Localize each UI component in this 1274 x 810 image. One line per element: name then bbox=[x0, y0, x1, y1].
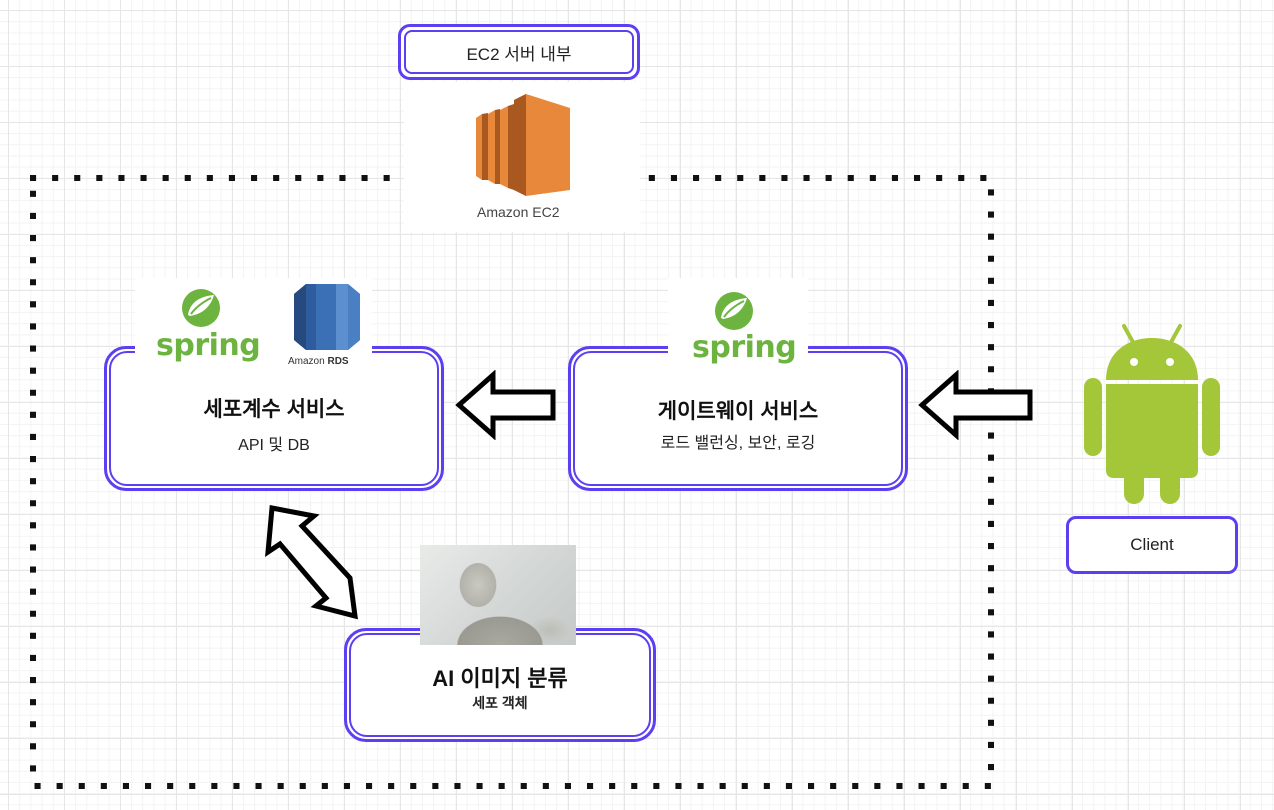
rds-caption-strong: RDS bbox=[327, 356, 349, 367]
ai-service-box[interactable]: AI 이미지 분류 세포 객체 bbox=[344, 628, 656, 742]
cell-count-service-title: 세포계수 서비스 bbox=[203, 398, 345, 421]
client-label: Client bbox=[1130, 535, 1174, 554]
spring-icon bbox=[182, 289, 220, 327]
amazon-ec2-icon bbox=[476, 94, 570, 196]
cell-count-service-box[interactable]: 세포계수 서비스 API 및 DB bbox=[104, 346, 444, 491]
client-label-box[interactable]: Client bbox=[1066, 516, 1238, 574]
spring-wordmark: spring bbox=[156, 328, 261, 363]
rds-caption: Amazon RDS bbox=[288, 356, 349, 367]
amazon-rds-icon bbox=[294, 284, 360, 350]
spring-wordmark: spring bbox=[692, 330, 797, 365]
ec2-header-text: EC2 서버 내부 bbox=[466, 44, 572, 64]
spring-icon bbox=[715, 292, 753, 330]
robot-photo bbox=[420, 545, 576, 645]
gateway-service-title: 게이트웨이 서비스 bbox=[657, 400, 819, 423]
ec2-boundary bbox=[30, 175, 994, 789]
ai-service-title: AI 이미지 분류 bbox=[432, 666, 568, 691]
android-icon bbox=[1084, 324, 1220, 504]
ec2-boundary-outline bbox=[30, 175, 994, 789]
gateway-service-subtitle: 로드 밸런싱, 보안, 로깅 bbox=[660, 435, 816, 452]
arrow-client-to-gateway bbox=[918, 370, 1033, 440]
ec2-caption: Amazon EC2 bbox=[477, 204, 560, 220]
cell-count-service-subtitle: API 및 DB bbox=[238, 437, 310, 454]
gateway-service-box[interactable]: 게이트웨이 서비스 로드 밸런싱, 보안, 로깅 bbox=[568, 346, 908, 491]
ec2-header-label: EC2 서버 내부 bbox=[398, 24, 640, 80]
ai-service-subtitle: 세포 객체 bbox=[472, 695, 528, 711]
arrow-gateway-to-cell-count bbox=[455, 370, 556, 440]
rds-caption-prefix: Amazon bbox=[288, 356, 328, 367]
arrow-cell-count-ai-bidirectional bbox=[265, 505, 358, 620]
